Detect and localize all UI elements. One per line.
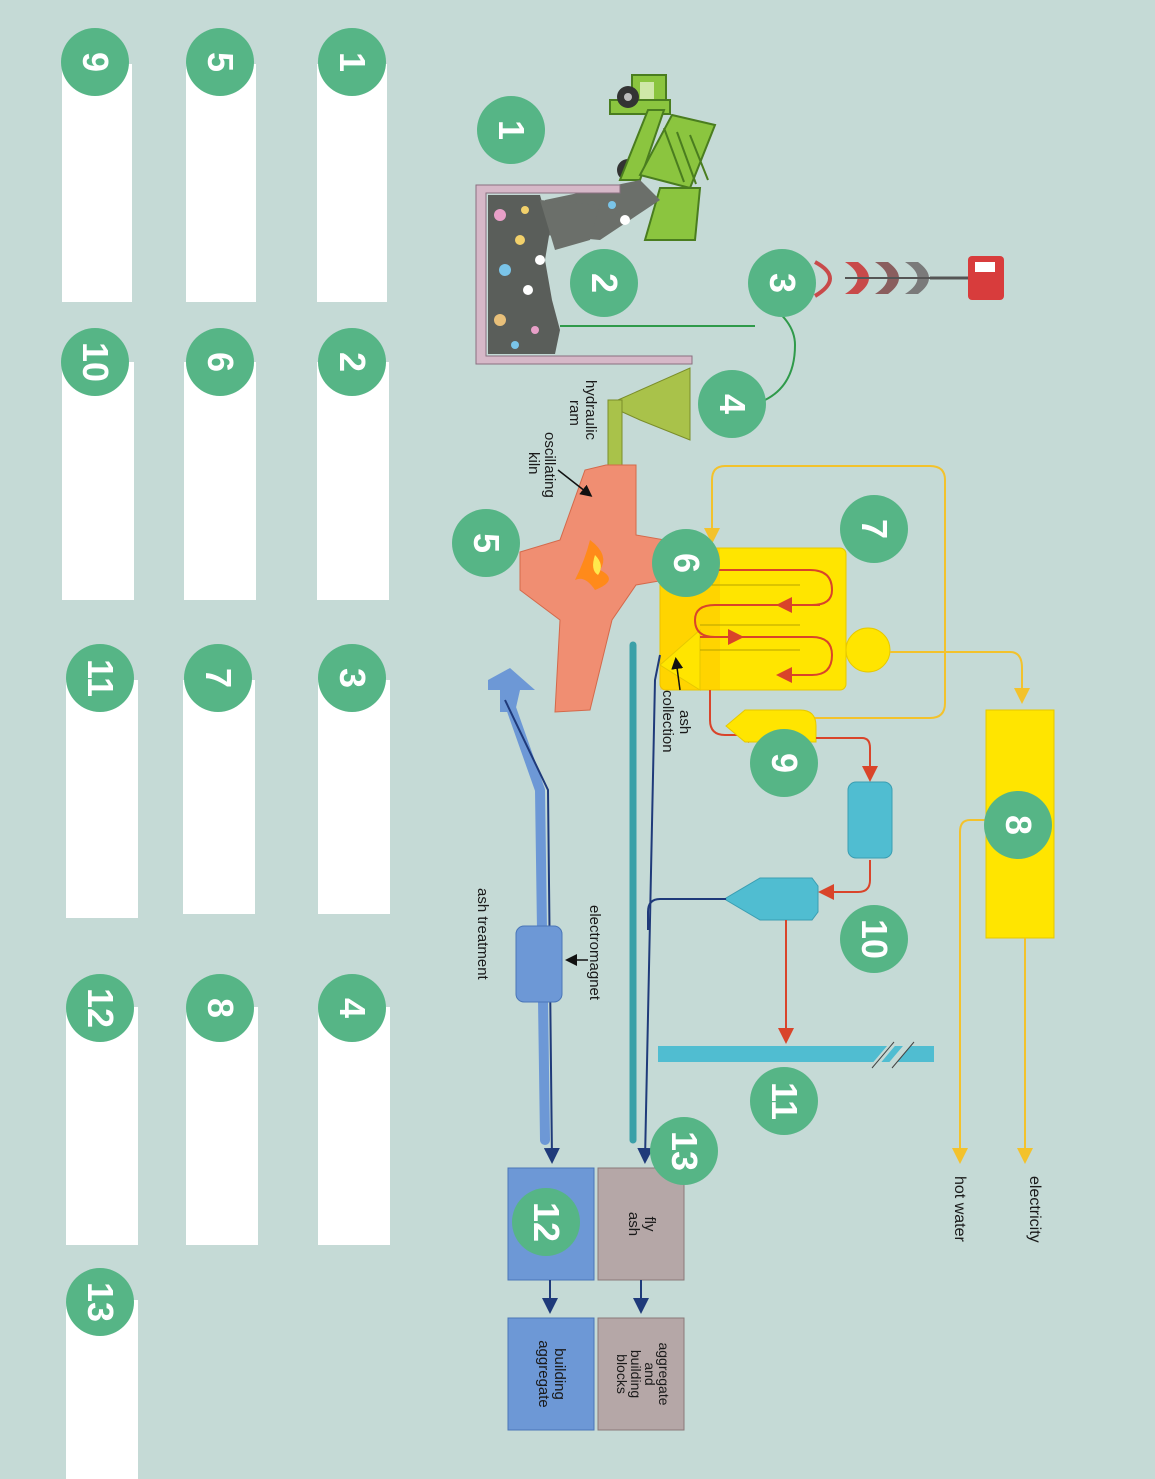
answer-box-7[interactable] bbox=[183, 680, 255, 914]
answer-box-10[interactable] bbox=[62, 362, 134, 600]
feed-hopper bbox=[607, 367, 691, 471]
svg-text:1: 1 bbox=[491, 120, 532, 140]
box-badge-6: 6 bbox=[186, 328, 254, 396]
oscillating-kiln bbox=[519, 464, 666, 713]
svg-text:buildingaggregate: buildingaggregate bbox=[535, 1340, 568, 1408]
marker-1: 1 bbox=[477, 96, 545, 164]
answer-box-1[interactable] bbox=[317, 64, 387, 302]
oscillating-kiln-label: oscillatingkiln bbox=[525, 432, 593, 498]
svg-text:1: 1 bbox=[332, 52, 373, 72]
svg-text:10: 10 bbox=[854, 919, 895, 959]
svg-text:oscillatingkiln: oscillatingkiln bbox=[525, 432, 558, 498]
svg-text:13: 13 bbox=[80, 1282, 121, 1322]
svg-text:5: 5 bbox=[466, 533, 507, 553]
svg-text:12: 12 bbox=[526, 1202, 567, 1242]
answer-box-12[interactable] bbox=[66, 1007, 138, 1245]
bottom-ash-channel bbox=[488, 668, 563, 1164]
answer-box-5[interactable] bbox=[186, 64, 256, 302]
svg-text:9: 9 bbox=[75, 52, 116, 72]
delivery-truck bbox=[545, 74, 717, 241]
building-aggregate-box: buildingaggregate bbox=[507, 1317, 595, 1431]
box-badge-4: 4 bbox=[318, 974, 386, 1042]
marker-10: 10 bbox=[840, 905, 908, 973]
svg-text:11: 11 bbox=[764, 1082, 805, 1120]
box-badge-5: 5 bbox=[186, 28, 254, 96]
svg-text:8: 8 bbox=[200, 998, 241, 1018]
svg-text:3: 3 bbox=[762, 273, 803, 293]
waste-bunker bbox=[475, 184, 693, 365]
svg-text:8: 8 bbox=[998, 815, 1039, 835]
marker-3: 3 bbox=[748, 249, 816, 317]
svg-text:9: 9 bbox=[764, 753, 805, 773]
electromagnet-label: electromagnet bbox=[586, 905, 603, 1001]
marker-12: 12 bbox=[512, 1188, 580, 1256]
box-badge-3: 3 bbox=[318, 644, 386, 712]
svg-text:12: 12 bbox=[80, 988, 121, 1028]
svg-text:4: 4 bbox=[712, 394, 753, 414]
svg-text:6: 6 bbox=[200, 352, 241, 372]
svg-text:4: 4 bbox=[332, 998, 373, 1018]
marker-9: 9 bbox=[750, 729, 818, 797]
svg-text:ashcollection: ashcollection bbox=[659, 690, 693, 753]
answer-box-11[interactable] bbox=[66, 680, 138, 918]
answer-box-6[interactable] bbox=[184, 362, 256, 600]
svg-text:5: 5 bbox=[200, 52, 241, 72]
svg-text:hydraulicram: hydraulicram bbox=[566, 380, 599, 441]
box-badge-8: 8 bbox=[186, 974, 254, 1042]
marker-7: 7 bbox=[840, 495, 908, 563]
box-badge-11: 11 bbox=[66, 644, 134, 712]
chimney bbox=[658, 1038, 934, 1069]
hot-water-label: hot water bbox=[951, 1176, 968, 1242]
svg-text:13: 13 bbox=[664, 1131, 705, 1171]
marker-2: 2 bbox=[570, 249, 638, 317]
box-badge-1: 1 bbox=[318, 28, 386, 96]
ash-treatment-label: ash treatment bbox=[474, 888, 491, 981]
box-badge-10: 10 bbox=[61, 328, 129, 396]
svg-text:7: 7 bbox=[854, 519, 895, 539]
svg-text:6: 6 bbox=[666, 553, 707, 573]
marker-6: 6 bbox=[652, 529, 720, 597]
fly-ash-box: flyash bbox=[597, 1167, 685, 1281]
svg-text:aggregateandbuildingblocks: aggregateandbuildingblocks bbox=[614, 1342, 672, 1405]
marker-4: 4 bbox=[698, 370, 766, 438]
answer-box-4[interactable] bbox=[318, 1007, 390, 1245]
box-badge-13: 13 bbox=[66, 1268, 134, 1336]
answer-box-8[interactable] bbox=[186, 1007, 258, 1245]
bag-filter bbox=[725, 877, 819, 921]
scrubber bbox=[847, 781, 893, 859]
svg-text:3: 3 bbox=[332, 668, 373, 688]
svg-text:2: 2 bbox=[584, 273, 625, 293]
answer-box-2[interactable] bbox=[317, 362, 389, 600]
hydraulic-ram-label: hydraulicram bbox=[566, 380, 599, 441]
box-badge-7: 7 bbox=[184, 644, 252, 712]
svg-text:11: 11 bbox=[80, 659, 121, 697]
ash-collection-label: ashcollection bbox=[659, 657, 693, 753]
svg-text:10: 10 bbox=[75, 342, 116, 382]
marker-13: 13 bbox=[650, 1117, 718, 1185]
svg-text:2: 2 bbox=[332, 352, 373, 372]
marker-5: 5 bbox=[452, 509, 520, 577]
svg-text:flyash: flyash bbox=[625, 1212, 658, 1236]
marker-8: 8 bbox=[984, 791, 1052, 859]
electricity-label: electricity bbox=[1026, 1176, 1043, 1243]
svg-text:7: 7 bbox=[198, 668, 239, 688]
box-badge-9: 9 bbox=[61, 28, 129, 96]
answer-box-9[interactable] bbox=[62, 64, 132, 302]
crane-grab bbox=[813, 256, 1004, 300]
box-badge-12: 12 bbox=[66, 974, 134, 1042]
box-badge-2: 2 bbox=[318, 328, 386, 396]
marker-11: 11 bbox=[750, 1067, 818, 1135]
aggregate-blocks-box: aggregateandbuildingblocks bbox=[597, 1317, 685, 1431]
answer-box-3[interactable] bbox=[318, 680, 390, 914]
